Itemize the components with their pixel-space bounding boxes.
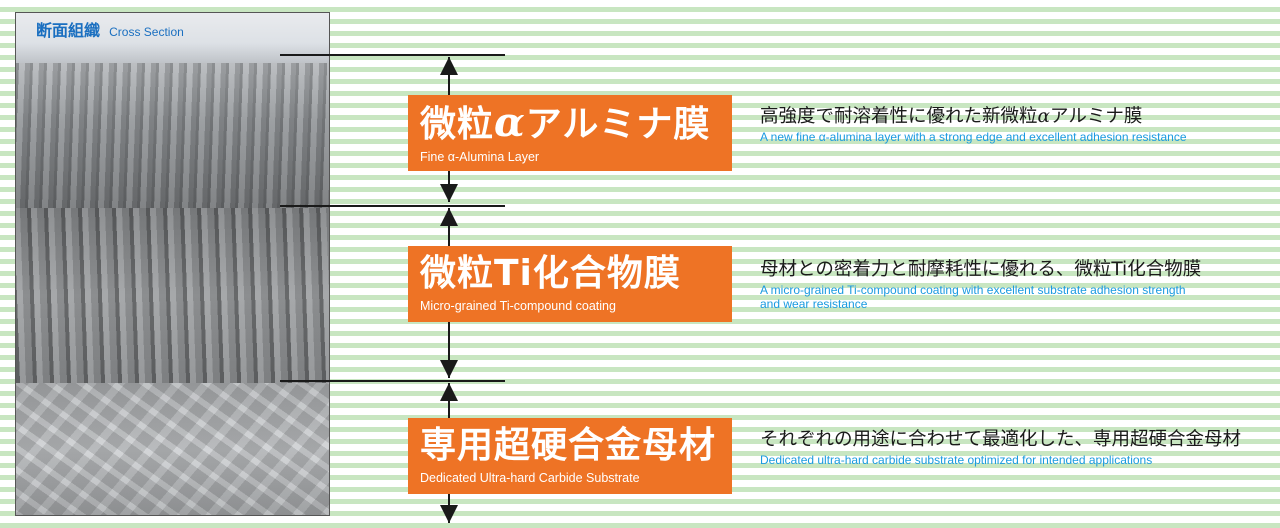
layer-description-substrate: それぞれの用途に合わせて最適化した、専用超硬合金母材 Dedicated ult… <box>760 427 1272 467</box>
layer-description-en: A micro-grained Ti-compound coating with… <box>760 283 1186 311</box>
layer-name-jp: 微粒αアルミナ膜 <box>420 99 711 146</box>
layer-name-en: Dedicated Ultra-hard Carbide Substrate <box>420 471 640 485</box>
photo-alumina-region <box>16 63 329 208</box>
boundary-line-bottom <box>280 380 505 382</box>
photo-substrate-region <box>16 383 329 515</box>
layer-label-alumina: 微粒αアルミナ膜 Fine α-Alumina Layer <box>408 95 732 171</box>
layer-description-jp: 母材との密着力と耐摩耗性に優れる、微粒Ti化合物膜 <box>760 259 1202 280</box>
boundary-line-middle <box>280 205 505 207</box>
layer-description-ti-compound: 母材との密着力と耐摩耗性に優れる、微粒Ti化合物膜 A micro-graine… <box>760 257 1272 311</box>
layer-label-ti-compound: 微粒Ti化合物膜 Micro-grained Ti-compound coati… <box>408 246 732 322</box>
layer-name-jp: 微粒Ti化合物膜 <box>420 253 681 294</box>
layer-description-alumina: 高強度で耐溶着性に優れた新微粒αアルミナ膜 A new fine α-alumi… <box>760 104 1272 144</box>
layer-label-substrate: 専用超硬合金母材 Dedicated Ultra-hard Carbide Su… <box>408 418 732 494</box>
layer-description-en: Dedicated ultra-hard carbide substrate o… <box>760 453 1153 467</box>
layer-name-en: Fine α-Alumina Layer <box>420 150 540 164</box>
photo-top-region <box>16 13 329 63</box>
photo-title-en: Cross Section <box>109 25 184 39</box>
boundary-line-top <box>280 54 505 56</box>
photo-title: 断面組織 Cross Section <box>36 17 184 41</box>
layer-name-jp: 専用超硬合金母材 <box>420 425 717 466</box>
layer-description-en: A new fine α-alumina layer with a strong… <box>760 130 1187 144</box>
layer-description-jp: それぞれの用途に合わせて最適化した、専用超硬合金母材 <box>760 429 1242 450</box>
photo-title-jp: 断面組織 <box>36 21 101 40</box>
layer-name-en: Micro-grained Ti-compound coating <box>420 299 616 313</box>
cross-section-photo: 断面組織 Cross Section <box>15 12 330 516</box>
photo-ti-region <box>16 208 329 383</box>
layer-description-jp: 高強度で耐溶着性に優れた新微粒αアルミナ膜 <box>760 106 1143 127</box>
